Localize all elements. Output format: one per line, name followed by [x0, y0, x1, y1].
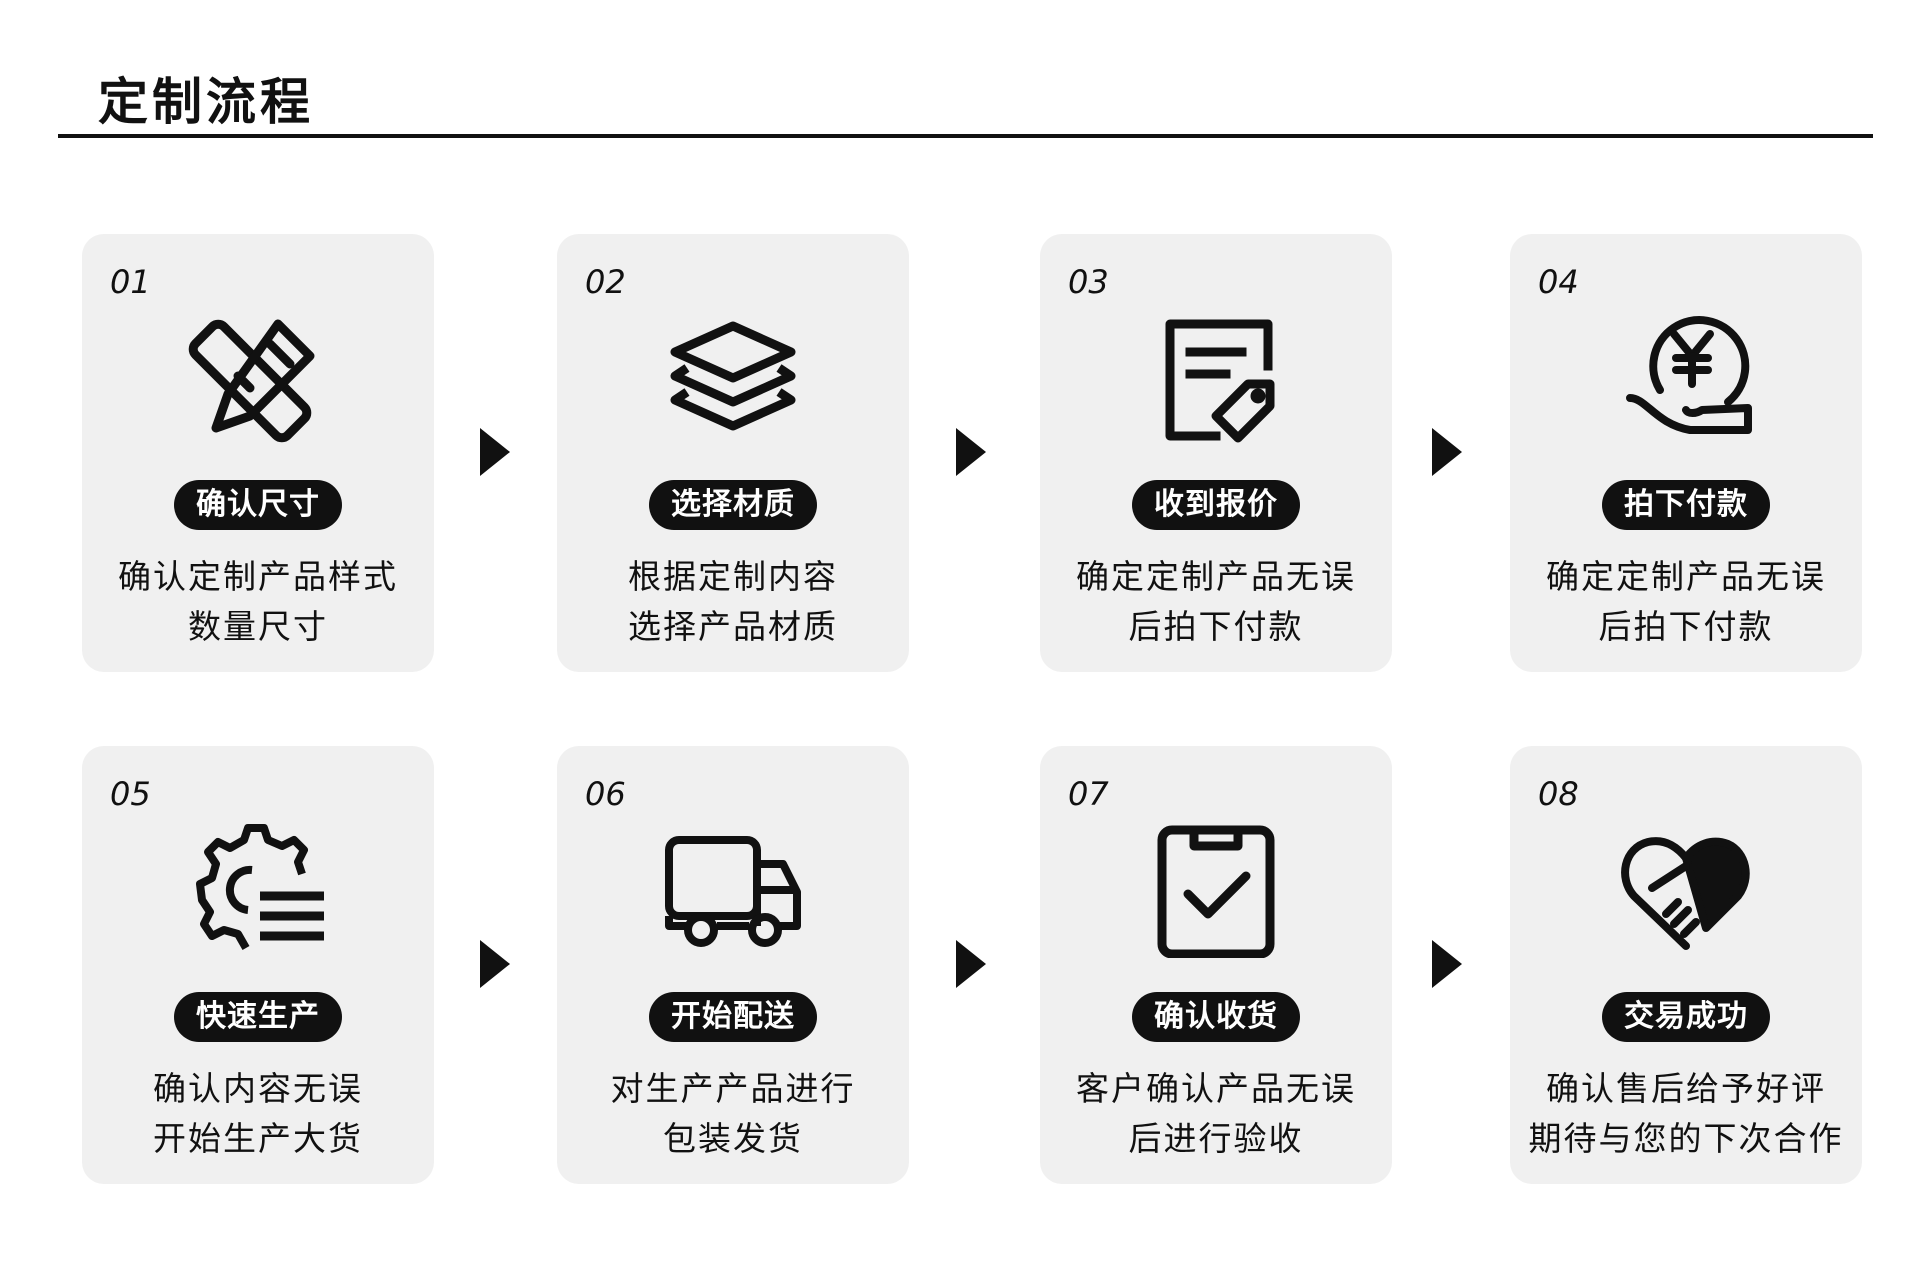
step-title: 确认收货 [1132, 992, 1300, 1042]
step-number: 03 [1068, 263, 1109, 301]
step-number: 07 [1068, 775, 1109, 813]
step-description: 确认售后给予好评 期待与您的下次合作 [1510, 1064, 1862, 1164]
hand-yuan-coin-icon [1616, 306, 1756, 446]
pencil-ruler-icon [188, 306, 328, 446]
step-description-line-1: 确定定制产品无误 [1546, 557, 1826, 596]
step-description: 客户确认产品无误 后进行验收 [1040, 1064, 1392, 1164]
step-description-line-1: 确认内容无误 [153, 1069, 363, 1108]
step-description-line-2: 开始生产大货 [153, 1119, 363, 1158]
step-card-02: 02 选择材质 根据定制内容 选择产品材质 [557, 234, 909, 672]
price-document-icon [1146, 306, 1286, 446]
step-description: 确定定制产品无误 后拍下付款 [1040, 552, 1392, 652]
step-description-line-1: 客户确认产品无误 [1076, 1069, 1356, 1108]
step-description-line-1: 确认定制产品样式 [118, 557, 398, 596]
step-title: 拍下付款 [1602, 480, 1770, 530]
delivery-truck-icon [663, 818, 803, 958]
step-description-line-2: 后进行验收 [1128, 1119, 1304, 1158]
step-description: 确认内容无误 开始生产大货 [82, 1064, 434, 1164]
step-number: 05 [110, 775, 151, 813]
step-description-line-2: 后拍下付款 [1128, 607, 1304, 646]
step-title: 确认尺寸 [174, 480, 342, 530]
flow-arrow [956, 428, 986, 476]
step-title: 收到报价 [1132, 480, 1300, 530]
step-title: 开始配送 [649, 992, 817, 1042]
step-description-line-2: 选择产品材质 [628, 607, 838, 646]
step-card-08: 08 交易成功 确认售后给予好评 期待与您的下次合作 [1510, 746, 1862, 1184]
step-description-line-2: 期待与您的下次合作 [1528, 1119, 1844, 1158]
flow-arrow [1432, 940, 1462, 988]
step-card-06: 06 开始配送 对生产产品进行 包装发货 [557, 746, 909, 1184]
step-title: 快速生产 [174, 992, 342, 1042]
flow-arrow [480, 428, 510, 476]
step-description-line-2: 包装发货 [663, 1119, 803, 1158]
flow-arrow [1432, 428, 1462, 476]
step-description-line-2: 后拍下付款 [1598, 607, 1774, 646]
step-description-line-1: 确认售后给予好评 [1546, 1069, 1826, 1108]
step-description: 对生产产品进行 包装发货 [557, 1064, 909, 1164]
step-card-05: 05 快速生产 确认内容无误 开始生产大货 [82, 746, 434, 1184]
step-card-03: 03 收到报价 确定定制产品无误 后拍下付款 [1040, 234, 1392, 672]
gear-production-icon [188, 818, 328, 958]
step-description-line-2: 数量尺寸 [188, 607, 328, 646]
header-divider [58, 134, 1873, 138]
step-number: 06 [585, 775, 626, 813]
step-title: 交易成功 [1602, 992, 1770, 1042]
step-description: 确认定制产品样式 数量尺寸 [82, 552, 434, 652]
step-card-07: 07 确认收货 客户确认产品无误 后进行验收 [1040, 746, 1392, 1184]
step-card-04: 04 拍下付款 确定定制产品无误 后拍下付款 [1510, 234, 1862, 672]
step-description-line-1: 对生产产品进行 [610, 1069, 856, 1108]
step-description-line-1: 根据定制内容 [628, 557, 838, 596]
step-number: 02 [585, 263, 626, 301]
step-description: 根据定制内容 选择产品材质 [557, 552, 909, 652]
step-number: 01 [110, 263, 151, 301]
handshake-heart-icon [1616, 818, 1756, 958]
page-title: 定制流程 [98, 73, 314, 131]
step-description: 确定定制产品无误 后拍下付款 [1510, 552, 1862, 652]
flow-arrow [956, 940, 986, 988]
clipboard-check-icon [1146, 818, 1286, 958]
step-number: 08 [1538, 775, 1579, 813]
step-card-01: 01 确认尺寸 确认定制产品样式 数量尺寸 [82, 234, 434, 672]
layers-icon [663, 306, 803, 446]
step-number: 04 [1538, 263, 1579, 301]
flow-arrow [480, 940, 510, 988]
step-title: 选择材质 [649, 480, 817, 530]
step-description-line-1: 确定定制产品无误 [1076, 557, 1356, 596]
